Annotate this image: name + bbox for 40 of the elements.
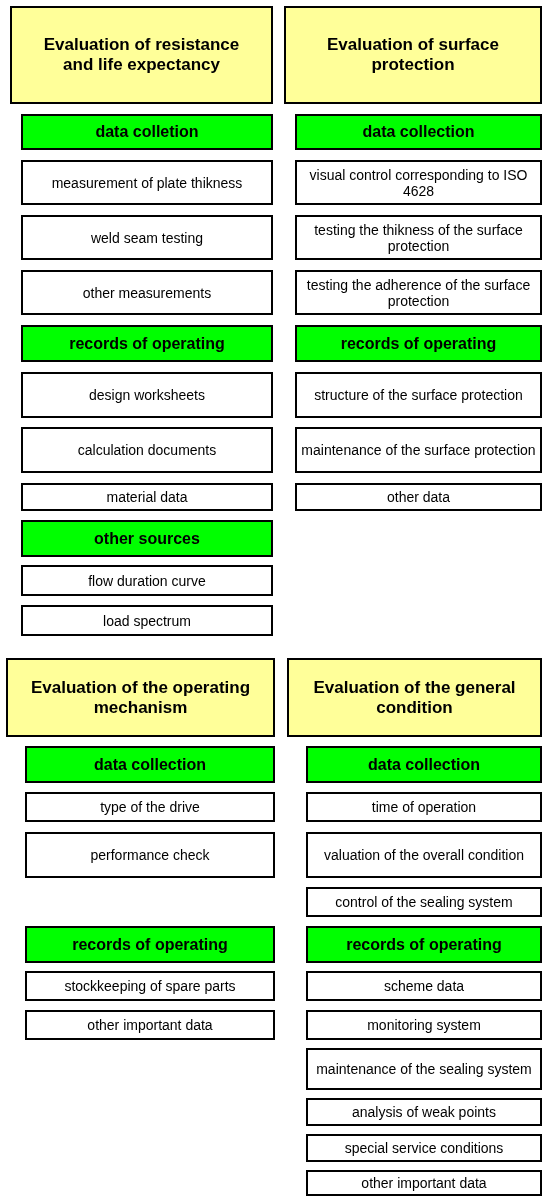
item-box: testing the thikness of the surface protection [295, 215, 542, 260]
category-header: other sources [21, 520, 273, 557]
item-box: other important data [306, 1170, 542, 1196]
item-box: structure of the surface protection [295, 372, 542, 418]
category-header: records of operating [25, 926, 275, 963]
item-box: load spectrum [21, 605, 273, 636]
item-box: valuation of the overall condition [306, 832, 542, 878]
category-header: records of operating [306, 926, 542, 963]
category-header: records of operating [21, 325, 273, 362]
section-header: Evaluation of surface protection [284, 6, 542, 104]
category-header: data collection [306, 746, 542, 783]
category-header: data collection [295, 114, 542, 150]
item-box: performance check [25, 832, 275, 878]
item-box: time of operation [306, 792, 542, 822]
item-box: weld seam testing [21, 215, 273, 260]
item-box: monitoring system [306, 1010, 542, 1040]
category-header: data colletion [21, 114, 273, 150]
item-box: other data [295, 483, 542, 511]
item-box: design worksheets [21, 372, 273, 418]
item-box: other important data [25, 1010, 275, 1040]
item-box: other measurements [21, 270, 273, 315]
item-box: control of the sealing system [306, 887, 542, 917]
item-box: measurement of plate thikness [21, 160, 273, 205]
item-box: stockkeeping of spare parts [25, 971, 275, 1001]
section-header: Evaluation of the general condition [287, 658, 542, 737]
item-box: scheme data [306, 971, 542, 1001]
item-box: maintenance of the surface protection [295, 427, 542, 473]
item-box: testing the adherence of the surface protection [295, 270, 542, 315]
item-box: maintenance of the sealing system [306, 1048, 542, 1090]
category-header: data collection [25, 746, 275, 783]
item-box: special service conditions [306, 1134, 542, 1162]
section-header: Evaluation of the operating mechanism [6, 658, 275, 737]
item-box: visual control corresponding to ISO 4628 [295, 160, 542, 205]
item-box: analysis of weak points [306, 1098, 542, 1126]
section-header: Evaluation of resistance and life expectancy [10, 6, 273, 104]
item-box: calculation documents [21, 427, 273, 473]
item-box: type of the drive [25, 792, 275, 822]
category-header: records of operating [295, 325, 542, 362]
item-box: flow duration curve [21, 565, 273, 596]
item-box: material data [21, 483, 273, 511]
